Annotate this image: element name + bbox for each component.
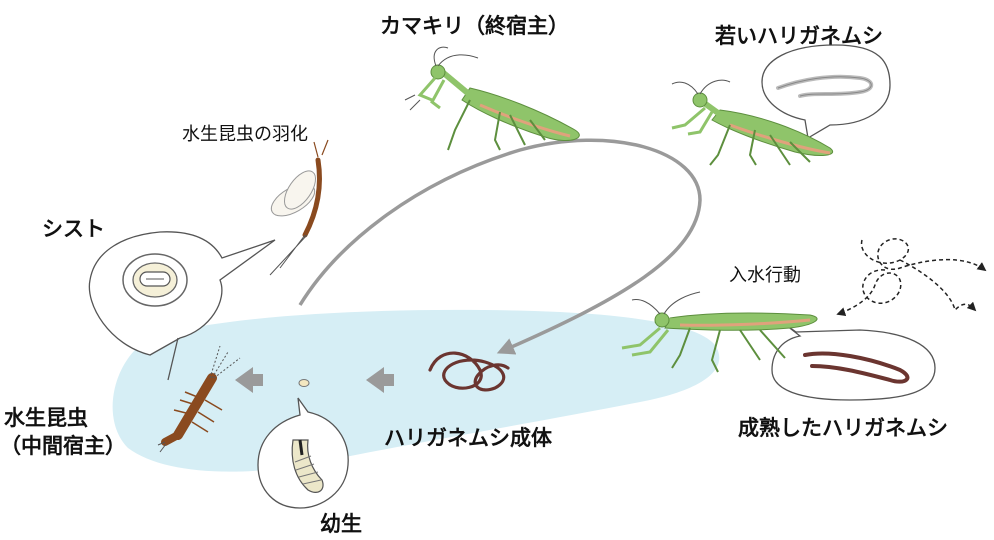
mantis-final-host-icon xyxy=(404,46,580,151)
label-mature-hairworm: 成熟したハリガネムシ xyxy=(738,416,948,440)
label-cyst: シスト xyxy=(42,217,105,241)
progress-arrow-2 xyxy=(235,367,263,393)
mature-hairworm-bubble xyxy=(771,321,936,401)
label-young-hairworm: 若いハリガネムシ xyxy=(715,24,883,48)
label-intermediate-host: （中間宿主） xyxy=(0,434,126,458)
larva-small xyxy=(298,379,310,387)
adult-hairworm-icon xyxy=(428,351,510,392)
water-entry-path xyxy=(836,238,987,316)
larva-icon xyxy=(291,439,324,493)
progress-arrow-1 xyxy=(366,367,394,393)
mantis-young-hairworm-icon xyxy=(671,79,833,166)
mantis-water-entry-icon xyxy=(621,291,818,373)
label-aquatic-insect-emergence: 水生昆虫の羽化 xyxy=(182,124,308,145)
label-aquatic-insect: 水生昆虫 xyxy=(4,406,88,430)
label-larva: 幼生 xyxy=(320,512,362,536)
mayfly-icon xyxy=(269,139,329,276)
aquatic-insect-icon xyxy=(157,345,241,453)
water-area xyxy=(112,309,720,472)
label-adult-hairworm: ハリガネムシ成体 xyxy=(384,426,552,450)
label-mantis-final-host: カマキリ（終宿主） xyxy=(380,14,569,38)
mature-hairworm-icon xyxy=(803,351,910,384)
cycle-arrow xyxy=(298,138,702,355)
label-water-entry: 入水行動 xyxy=(729,265,801,286)
young-hairworm-bubble xyxy=(761,44,891,140)
